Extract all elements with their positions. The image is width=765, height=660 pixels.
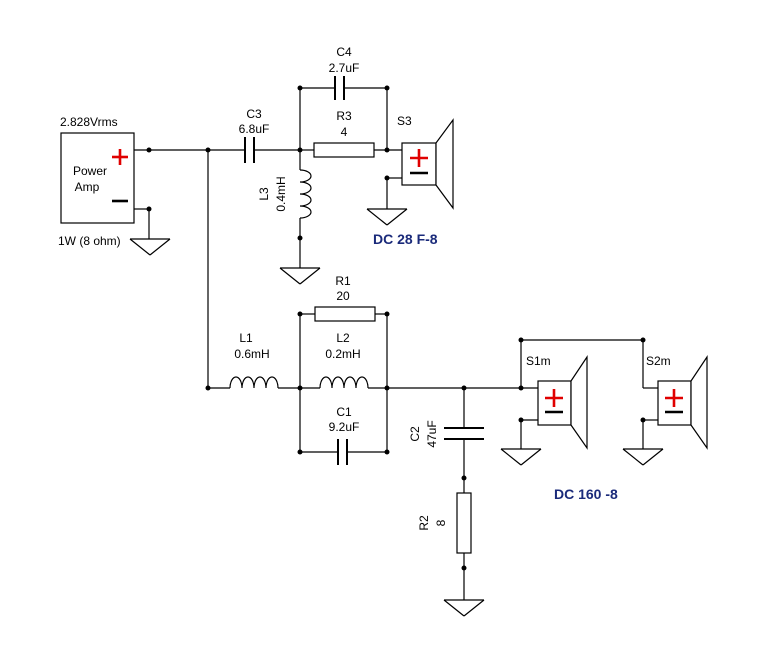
s1m-label: S1m: [526, 354, 551, 368]
s3-label: S3: [397, 114, 412, 128]
l1-name: L1: [239, 331, 253, 345]
ground-symbol-r2: [443, 599, 485, 617]
resistor-r2: R2 8: [417, 492, 472, 554]
capacitor-c2: C2 47uF: [408, 420, 484, 448]
r1-name: R1: [335, 274, 351, 288]
ground-symbol-s3: [366, 208, 408, 226]
resistor-r1: R1 20: [314, 274, 376, 322]
power-amp: Power Amp 2.828Vrms 1W (8 ohm): [58, 115, 135, 248]
r3-name: R3: [336, 109, 352, 123]
l3-value: 0.4mH: [274, 176, 288, 211]
s2m-label: S2m: [646, 354, 671, 368]
c3-name: C3: [246, 107, 262, 121]
capacitor-c1: C1 9.2uF: [329, 405, 360, 465]
inductor-l1: L1 0.6mH: [229, 331, 279, 389]
speaker-s2m: S2m: [646, 354, 708, 450]
inductor-l2: L2 0.2mH: [319, 331, 369, 389]
r1-value: 20: [336, 289, 350, 303]
ground-symbol-amp: [129, 238, 171, 256]
ground-symbol-s2m: [622, 448, 664, 466]
l2-name: L2: [336, 331, 350, 345]
l2-value: 0.2mH: [325, 347, 360, 361]
amp-label-line1: Power: [73, 164, 107, 178]
ground-symbol-s1m: [500, 448, 542, 466]
speaker-s1m: S1m: [526, 354, 588, 450]
ground-symbol-l3: [279, 267, 321, 285]
resistor-r3: R3 4: [313, 109, 375, 158]
c1-value: 9.2uF: [329, 420, 360, 434]
woofer-model: DC 160 -8: [554, 486, 618, 502]
r2-name: R2: [417, 515, 431, 531]
c2-name: C2: [408, 426, 422, 442]
speaker-s3: S3: [397, 114, 454, 210]
amp-power: 1W (8 ohm): [58, 234, 121, 248]
amp-voltage: 2.828Vrms: [60, 115, 118, 129]
tweeter-model: DC 28 F-8: [373, 231, 438, 247]
inductor-l3: L3 0.4mH: [257, 169, 312, 219]
amp-label-line2: Amp: [75, 180, 100, 194]
c3-value: 6.8uF: [239, 122, 270, 136]
c4-value: 2.7uF: [329, 61, 360, 75]
capacitor-c3: C3 6.8uF: [239, 107, 270, 163]
capacitor-c4: C4 2.7uF: [329, 45, 360, 100]
r2-value: 8: [434, 519, 448, 526]
c1-name: C1: [336, 405, 352, 419]
l1-value: 0.6mH: [234, 347, 269, 361]
r3-value: 4: [341, 125, 348, 139]
c2-value: 47uF: [425, 420, 439, 447]
l3-name: L3: [257, 187, 271, 201]
c4-name: C4: [336, 45, 352, 59]
